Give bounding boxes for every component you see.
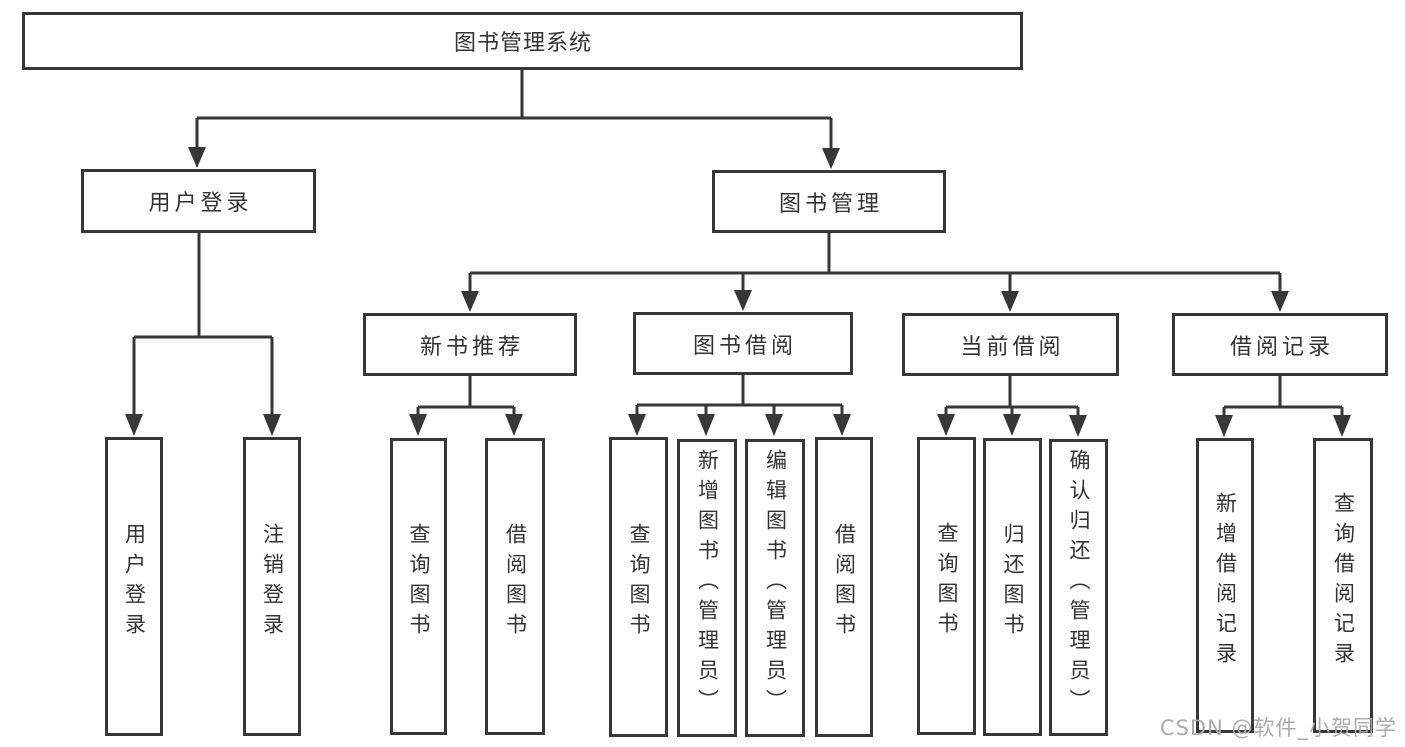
leaf-bb-edit-books-admin: 编辑图书（管理员） — [745, 439, 805, 737]
leaf-user-login: 用户登录 — [105, 437, 163, 736]
node-library-system: 图书管理系统 — [22, 12, 1023, 70]
node-book-borrowing: 图书借阅 — [633, 312, 853, 375]
node-label: 借阅图书 — [832, 523, 857, 643]
node-label: 查询图书 — [935, 522, 960, 642]
node-user-login: 用户登录 — [81, 169, 316, 233]
node-label: 归还图书 — [1001, 523, 1026, 643]
leaf-cb-query-books: 查询图书 — [917, 437, 976, 735]
leaf-cb-confirm-return-admin: 确认归还（管理员） — [1049, 439, 1108, 736]
node-label: 查询借阅记录 — [1331, 491, 1356, 672]
node-current-borrowing: 当前借阅 — [902, 313, 1119, 376]
leaf-nb-query-books: 查询图书 — [390, 438, 447, 735]
leaf-br-query-record: 查询借阅记录 — [1313, 438, 1373, 733]
node-label: 查询图书 — [627, 523, 652, 643]
node-label: 图书管理系统 — [453, 31, 592, 56]
watermark-text: CSDN @软件_小贺同学 — [1159, 716, 1397, 740]
node-label: 确认归还（管理员） — [1067, 448, 1092, 719]
node-label: 新书推荐 — [419, 334, 524, 360]
node-label: 借阅图书 — [503, 522, 528, 643]
leaf-bb-borrow-books: 借阅图书 — [815, 437, 873, 737]
arrowheads — [125, 147, 1351, 437]
leaf-logout: 注销登录 — [243, 437, 301, 736]
node-label: 借阅记录 — [1229, 334, 1334, 360]
node-label: 图书借阅 — [692, 333, 797, 359]
node-label: 当前借阅 — [960, 334, 1065, 360]
leaf-br-add-record: 新增借阅记录 — [1196, 438, 1254, 733]
node-label: 用户登录 — [122, 522, 147, 643]
node-label: 用户登录 — [148, 191, 253, 216]
leaf-cb-return-books: 归还图书 — [983, 438, 1042, 736]
node-label: 编辑图书（管理员） — [763, 449, 788, 719]
node-borrow-records: 借阅记录 — [1172, 313, 1388, 376]
node-label: 新增图书（管理员） — [695, 449, 720, 719]
node-label: 图书管理 — [778, 191, 883, 217]
node-new-book-recommend: 新书推荐 — [363, 313, 577, 376]
node-book-management: 图书管理 — [712, 170, 946, 233]
leaf-bb-query-books: 查询图书 — [609, 437, 668, 737]
leaf-nb-borrow-books: 借阅图书 — [485, 438, 545, 735]
node-label: 注销登录 — [260, 522, 285, 643]
leaf-bb-add-books-admin: 新增图书（管理员） — [677, 439, 737, 737]
node-label: 新增借阅记录 — [1213, 491, 1238, 672]
node-label: 查询图书 — [407, 522, 432, 643]
